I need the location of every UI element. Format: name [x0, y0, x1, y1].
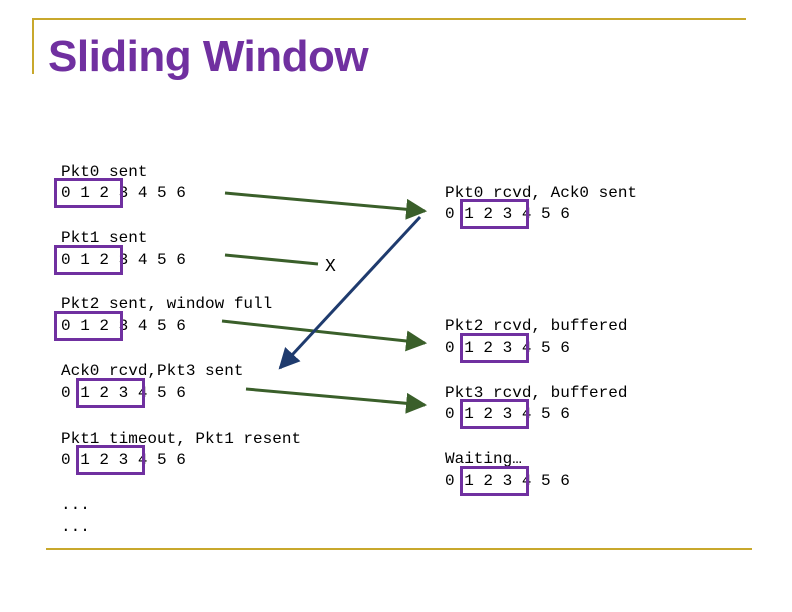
receiver-label-pkt0: Pkt0 rcvd, Ack0 sent	[445, 184, 638, 202]
ack-arrow-ack0	[278, 215, 422, 370]
sender-window-timeout	[76, 445, 145, 475]
sender-seq-pkt1: 0 1 2 3 4 5 6	[61, 251, 186, 269]
sender-seq-pkt2: 0 1 2 3 4 5 6	[61, 317, 186, 335]
sender-window-pkt0	[54, 178, 123, 208]
packet-arrow-pkt2	[221, 319, 428, 352]
bottom-rule	[46, 548, 752, 550]
receiver-window-pkt0	[460, 199, 529, 229]
receiver-window-pkt3	[460, 399, 529, 429]
top-rule	[32, 18, 746, 20]
sender-label-pkt1: Pkt1 sent	[61, 229, 148, 247]
receiver-label-waiting: Waiting…	[445, 450, 522, 468]
left-rule	[32, 18, 34, 74]
packet-arrow-pkt0	[224, 191, 428, 220]
packet-arrow-pkt1-lost	[224, 253, 319, 266]
packet-arrow-pkt3	[245, 387, 428, 414]
sender-seq-pkt0: 0 1 2 3 4 5 6	[61, 184, 186, 202]
sender-ellipsis-1: ...	[61, 496, 90, 514]
lost-packet-marker: X	[325, 257, 336, 277]
sender-window-pkt2	[54, 311, 123, 341]
receiver-label-pkt2: Pkt2 rcvd, buffered	[445, 317, 628, 335]
sender-label-ack0: Ack0 rcvd,Pkt3 sent	[61, 362, 244, 380]
receiver-window-waiting	[460, 466, 529, 496]
receiver-window-pkt2	[460, 333, 529, 363]
sender-label-pkt0: Pkt0 sent	[61, 163, 148, 181]
sender-label-pkt2: Pkt2 sent, window full	[61, 295, 273, 313]
sender-window-pkt1	[54, 245, 123, 275]
sender-ellipsis-2: ...	[61, 518, 90, 536]
slide-title: Sliding Window	[48, 32, 369, 81]
sender-label-timeout: Pkt1 timeout, Pkt1 resent	[61, 430, 302, 448]
sender-window-ack0	[76, 378, 145, 408]
receiver-label-pkt3: Pkt3 rcvd, buffered	[445, 384, 628, 402]
